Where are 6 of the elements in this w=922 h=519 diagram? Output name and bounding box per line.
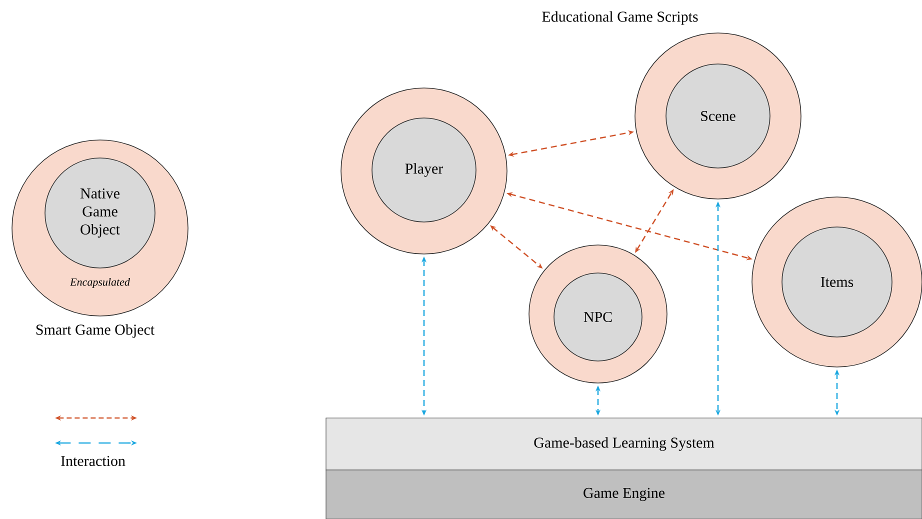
layer-band: Game Engine [326, 470, 922, 519]
ring-label: Encapsulated [70, 278, 130, 288]
layer-band: Game-based Learning System [326, 418, 922, 470]
area-title: Educational Game Scripts [542, 11, 698, 25]
node-label: Smart Game Object [36, 324, 154, 338]
legend-text: Interaction [61, 456, 126, 466]
